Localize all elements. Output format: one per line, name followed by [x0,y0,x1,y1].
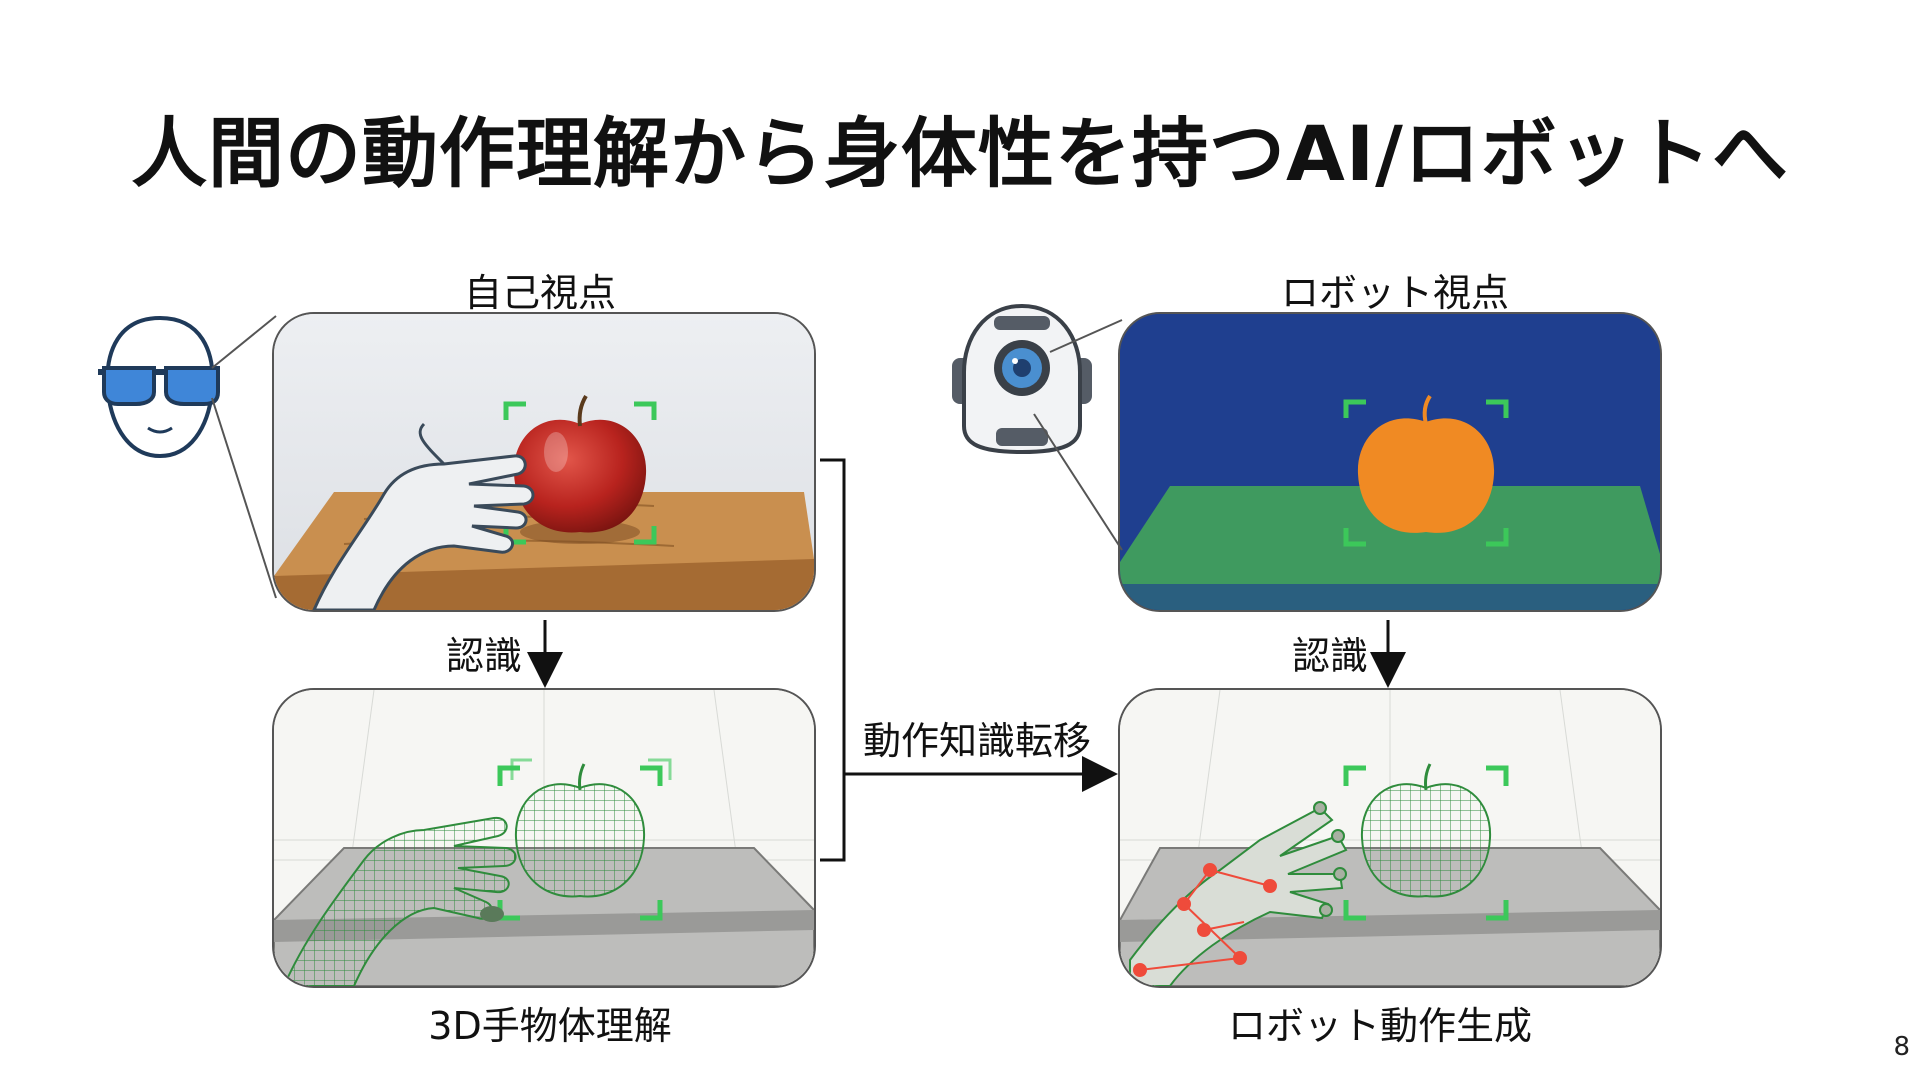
wireframe-apple [514,763,646,898]
wireframe-apple [1360,763,1492,898]
hand-object-label: 3D手物体理解 [428,1004,672,1048]
segmented-apple [1357,394,1495,533]
detection-box-3d-icon [1343,765,1509,921]
transfer-bracket [820,458,846,862]
detection-box-icon [1343,399,1509,547]
recognition-label-right: 認識 [1291,634,1368,678]
robot-motion-label: ロボット動作生成 [1227,1004,1532,1048]
robot-hand [1129,801,1348,986]
hand-object-panel [272,688,816,988]
apple-photo [513,394,647,533]
robot-view-label: ロボット視点 [1280,271,1509,315]
page-number: 8 [1893,1032,1910,1062]
keypoint-skeleton [1133,863,1277,977]
robot-view-panel [1118,312,1662,612]
wireframe-hand [282,816,517,986]
robot-motion-panel [1118,688,1662,988]
segmented-table [1120,486,1660,596]
ego-view-label: 自己視点 [463,271,616,315]
recognition-label-left: 認識 [445,634,522,678]
head-with-glasses-icon [98,315,220,459]
transfer-label: 動作知識転移 [862,719,1091,763]
page-title: 人間の動作理解から身体性を持つAI/ロボットへ [131,109,1789,198]
hand-sketch-icon [312,422,535,610]
ego-view-panel [272,312,816,612]
robot-head-icon [952,303,1092,455]
